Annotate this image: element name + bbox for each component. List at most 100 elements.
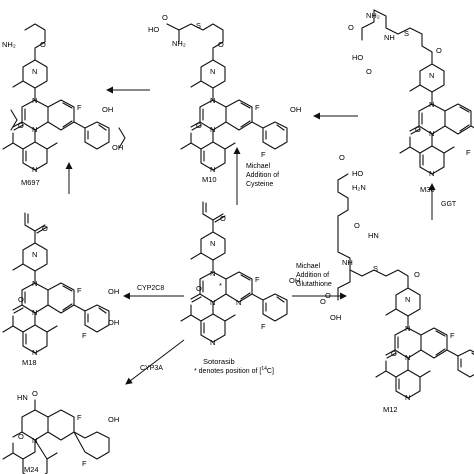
atom-label: N (32, 125, 37, 134)
atom-label: OH (108, 415, 119, 424)
atom-label: F (82, 459, 87, 468)
atom-label: N (236, 298, 241, 307)
atom-label: O (18, 432, 24, 441)
reaction-label-cysteine: Michael (246, 163, 271, 170)
atom-label: OH (289, 276, 300, 285)
compound-label-sotorasib: Sotorasib (203, 357, 235, 366)
atom-label: O (42, 224, 48, 233)
m10-structure (166, 23, 288, 171)
atom-label: F (255, 103, 260, 112)
atom-label: S (404, 29, 409, 38)
atom-label: F (77, 286, 82, 295)
atom-label: O (415, 125, 421, 134)
atom-label: N (32, 250, 37, 259)
m24-structure (2, 399, 110, 474)
compound-label-m697: M697 (21, 178, 40, 187)
reaction-label-cysteine: Addition of (246, 172, 279, 179)
atom-label: O (354, 221, 360, 230)
atom-label: O (414, 270, 420, 279)
atom-label: O (40, 40, 46, 49)
reaction-label-cyp2c8: CYP2C8 (137, 285, 164, 292)
atom-label: N (405, 353, 410, 362)
atom-label: N (429, 169, 434, 178)
arrow-sotorasib-to-m24 (125, 339, 185, 385)
atom-label: O (162, 13, 168, 22)
atom-label: N (32, 279, 37, 288)
atom-label: S (373, 264, 378, 273)
atom-label: O (18, 295, 24, 304)
m30-structure (361, 9, 474, 175)
atom-label: OH (108, 287, 119, 296)
atom-label: OH (108, 318, 119, 327)
atom-label: N (210, 338, 215, 347)
atom-label: N (405, 324, 410, 333)
atom-label: N (32, 348, 37, 357)
m697-structure (2, 23, 126, 171)
atom-label: N (210, 125, 215, 134)
atom-label: F (255, 275, 260, 284)
atom-label: S (196, 21, 201, 30)
atom-label: N (429, 129, 434, 138)
atom-label: HO (352, 53, 363, 62)
atom-label: N (32, 67, 37, 76)
reaction-label-glutathione: Michael (296, 263, 321, 270)
atom-label: N (405, 393, 410, 402)
atom-label: F (261, 150, 266, 159)
reaction-label-glutathione: Addition of (296, 272, 329, 279)
atom-label: N (429, 71, 434, 80)
atom-label: N (32, 165, 37, 174)
atom-label: N (429, 100, 434, 109)
atom-label: O (196, 121, 202, 130)
atom-label: H₂N (352, 183, 366, 192)
atom-label: F (466, 148, 471, 157)
atom-label: HO (148, 25, 159, 34)
atom-label: NH (384, 33, 395, 42)
compound-label-m12: M12 (383, 405, 398, 414)
atom-label: O (391, 349, 397, 358)
reaction-label-ggt: GGT (441, 201, 457, 208)
isotope-footnote: * denotes position of [14C] (194, 366, 274, 375)
atom-label: O (196, 284, 202, 293)
atom-label: OH (290, 105, 301, 114)
atom-label: N (210, 269, 215, 278)
atom-label: O (320, 297, 326, 306)
atom-label: F (77, 103, 82, 112)
atom-label: N (210, 67, 215, 76)
atom-label: O (366, 67, 372, 76)
compound-label-m24: M24 (24, 465, 39, 474)
atom-label: F (77, 413, 82, 422)
atom-label: F (261, 322, 266, 331)
atom-label: N (210, 96, 215, 105)
atom-label: NH₂ (172, 39, 186, 48)
atom-label: OH (102, 105, 113, 114)
sotorasib-structure (180, 201, 288, 343)
atom-label: N (210, 239, 215, 248)
reaction-label-cysteine: Cysteine (246, 181, 273, 188)
atom-label: O (220, 214, 226, 223)
atom-label: N (32, 96, 37, 105)
atom-label: F (82, 331, 87, 340)
atom-labels: N N O N N F OH F N O * N N O N F OH F N … (2, 11, 471, 468)
atom-label: HO (352, 169, 363, 178)
atom-label: * (219, 281, 222, 290)
atom-label: OH (330, 313, 341, 322)
atom-label: N (32, 436, 37, 445)
m18-structure (2, 212, 110, 354)
atom-label: HN (368, 231, 379, 240)
reaction-label-glutathione: Glutathione (296, 281, 332, 288)
compound-label-m18: M18 (22, 358, 37, 367)
atom-label: N (405, 295, 410, 304)
atom-label: NH₂ (2, 40, 16, 49)
compound-label-m30: M30 (420, 185, 435, 194)
m12-structure (337, 173, 474, 399)
atom-label: O (348, 23, 354, 32)
atom-label: O (436, 46, 442, 55)
atom-label: O (18, 121, 24, 130)
compound-label-m10: M10 (202, 175, 217, 184)
atom-label: F (450, 331, 455, 340)
atom-label: N (210, 298, 215, 307)
atom-label: NH₂ (366, 11, 380, 20)
atom-label: O (218, 40, 224, 49)
atom-label: N (32, 308, 37, 317)
